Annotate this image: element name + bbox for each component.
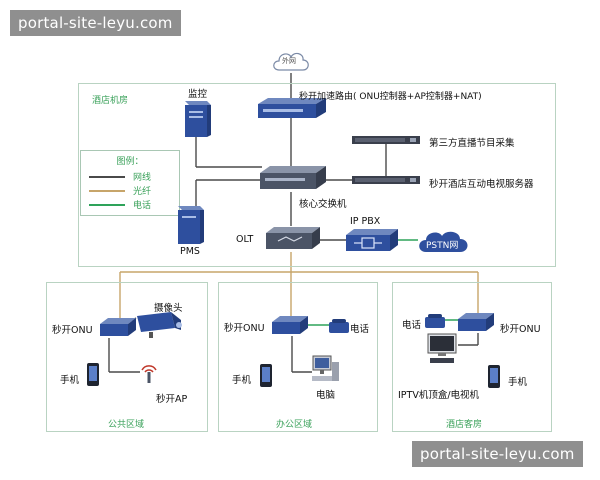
public-zone-title: 公共区域 bbox=[108, 420, 145, 430]
office-phone-label: 手机 bbox=[232, 375, 252, 386]
core-switch-label: 核心交换机 bbox=[299, 199, 347, 210]
router-icon bbox=[258, 98, 326, 118]
watermark-top: portal-site-leyu.com bbox=[10, 10, 181, 36]
guest-telephone-label: 电话 bbox=[402, 320, 422, 331]
tv-label: IPTV机顶盒/电视机 bbox=[398, 390, 480, 401]
pstn-label: PSTN网 bbox=[426, 241, 459, 251]
public-phone-label: 手机 bbox=[60, 375, 80, 386]
guest-phone-label: 手机 bbox=[508, 377, 528, 388]
pms-server-icon bbox=[178, 206, 204, 244]
legend: 图例： 网线 光纤 电话 bbox=[80, 150, 180, 216]
public-phone-icon bbox=[87, 363, 99, 386]
ip-pbx-label: IP PBX bbox=[350, 216, 381, 227]
camera-label: 摄像头 bbox=[154, 303, 183, 314]
public-onu-icon bbox=[100, 318, 136, 336]
internet-cloud-icon bbox=[273, 52, 309, 71]
guest-telephone-icon bbox=[425, 314, 445, 328]
public-onu-label: 秒开ONU bbox=[52, 325, 93, 336]
office-zone-title: 办公区域 bbox=[276, 420, 313, 430]
computer-label: 电脑 bbox=[316, 390, 336, 401]
legend-label-fiber: 光纤 bbox=[133, 187, 152, 197]
legend-label-phone: 电话 bbox=[133, 201, 152, 211]
legend-swatch-cable bbox=[89, 176, 125, 178]
olt-icon bbox=[266, 227, 320, 249]
pstn-cloud-icon bbox=[419, 231, 468, 252]
guest-room-zone bbox=[392, 282, 552, 432]
olt-label: OLT bbox=[236, 234, 254, 245]
office-onu-icon bbox=[272, 316, 308, 334]
pms-label: PMS bbox=[180, 246, 200, 257]
hotel-room-title: 酒店机房 bbox=[92, 96, 129, 106]
monitor-label: 监控 bbox=[188, 89, 208, 100]
camera-icon bbox=[137, 312, 182, 338]
legend-item-fiber: 光纤 bbox=[89, 184, 177, 197]
iptv-server-label: 秒开酒店互动电视服务器 bbox=[429, 179, 534, 190]
legend-swatch-fiber bbox=[89, 190, 125, 192]
watermark-bottom: portal-site-leyu.com bbox=[412, 441, 583, 467]
legend-swatch-phone bbox=[89, 204, 125, 206]
computer-icon bbox=[312, 355, 339, 381]
office-phone-icon bbox=[260, 364, 272, 387]
office-onu-label: 秒开ONU bbox=[224, 323, 265, 334]
tv-set-top-box-icon bbox=[427, 333, 457, 363]
office-telephone-label: 电话 bbox=[350, 324, 370, 335]
guest-onu-icon bbox=[458, 313, 494, 331]
public-zone bbox=[46, 282, 208, 432]
third-party-label: 第三方直播节目采集 bbox=[429, 138, 515, 149]
ip-pbx-icon bbox=[346, 229, 398, 251]
third-party-capture-icon bbox=[352, 136, 420, 144]
cloud-label: 外网 bbox=[282, 57, 296, 65]
guest-onu-label: 秒开ONU bbox=[500, 324, 541, 335]
office-telephone-icon bbox=[329, 319, 349, 333]
ap-label: 秒开AP bbox=[156, 394, 188, 405]
iptv-server-icon bbox=[352, 176, 420, 184]
legend-title: 图例： bbox=[116, 157, 144, 167]
guest-room-zone-title: 酒店客房 bbox=[446, 420, 483, 430]
legend-label-cable: 网线 bbox=[133, 173, 152, 183]
legend-item-cable: 网线 bbox=[89, 170, 177, 183]
office-zone bbox=[218, 282, 378, 432]
monitor-server-icon bbox=[185, 101, 211, 137]
access-point-icon bbox=[141, 365, 157, 383]
router-label: 秒开加速路由( ONU控制器+AP控制器+NAT) bbox=[299, 92, 482, 102]
core-switch-icon bbox=[260, 166, 326, 189]
legend-item-phone: 电话 bbox=[89, 198, 177, 211]
guest-phone-icon bbox=[488, 365, 500, 388]
hotel-room-zone bbox=[78, 83, 556, 267]
